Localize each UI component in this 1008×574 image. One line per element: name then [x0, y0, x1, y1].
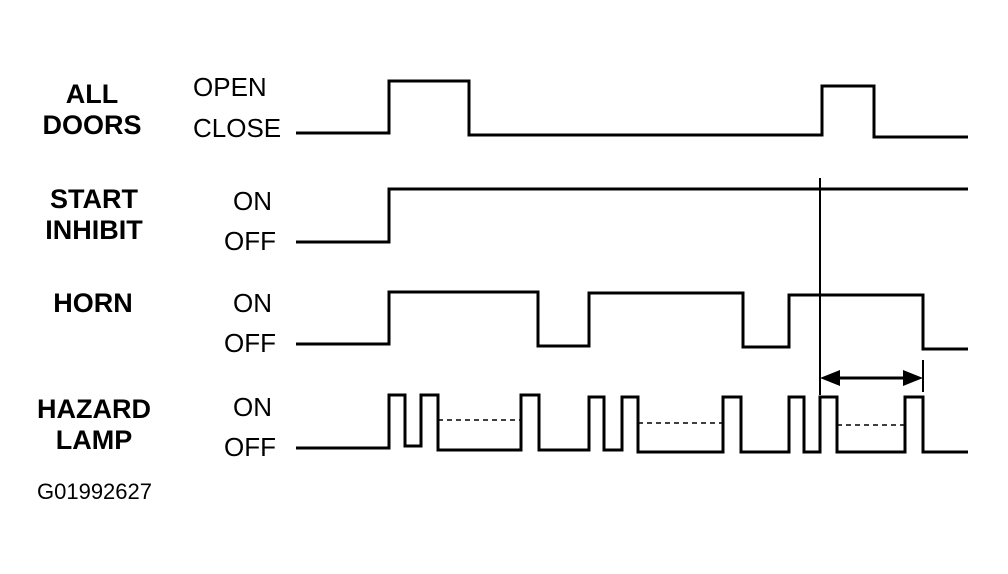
waveform-hazard-lamp	[296, 393, 968, 454]
state-label-off: OFF	[224, 432, 276, 462]
state-label-off: OFF	[224, 226, 276, 256]
signal-name-line: HAZARD	[37, 394, 151, 424]
signal-name-line: ALL	[66, 79, 118, 109]
signal-name-hazard-lamp: HAZARD LAMP	[37, 394, 151, 455]
signal-name-line: LAMP	[56, 425, 133, 455]
figure-id: G01992627	[37, 479, 152, 504]
state-label-open: OPEN	[193, 72, 267, 102]
waveform-start-inhibit	[296, 187, 968, 244]
signal-name-start-inhibit: START INHIBIT	[45, 184, 143, 245]
state-label-close: CLOSE	[193, 113, 281, 143]
signal-name-line: HORN	[53, 288, 133, 318]
state-label-on: ON	[233, 186, 272, 216]
signal-name-line: INHIBIT	[45, 215, 143, 245]
signal-name-horn: HORN	[53, 288, 133, 318]
signal-name-all-doors: ALL DOORS	[42, 79, 141, 140]
state-label-off: OFF	[224, 328, 276, 358]
state-label-on: ON	[233, 288, 272, 318]
waveform-all-doors	[296, 79, 968, 139]
signal-name-line: DOORS	[42, 110, 141, 140]
interval-arrow-left-head	[820, 370, 840, 386]
signal-name-line: START	[50, 184, 138, 214]
waveform-horn	[296, 290, 968, 351]
state-label-on: ON	[233, 392, 272, 422]
interval-arrow-right-head	[903, 370, 923, 386]
